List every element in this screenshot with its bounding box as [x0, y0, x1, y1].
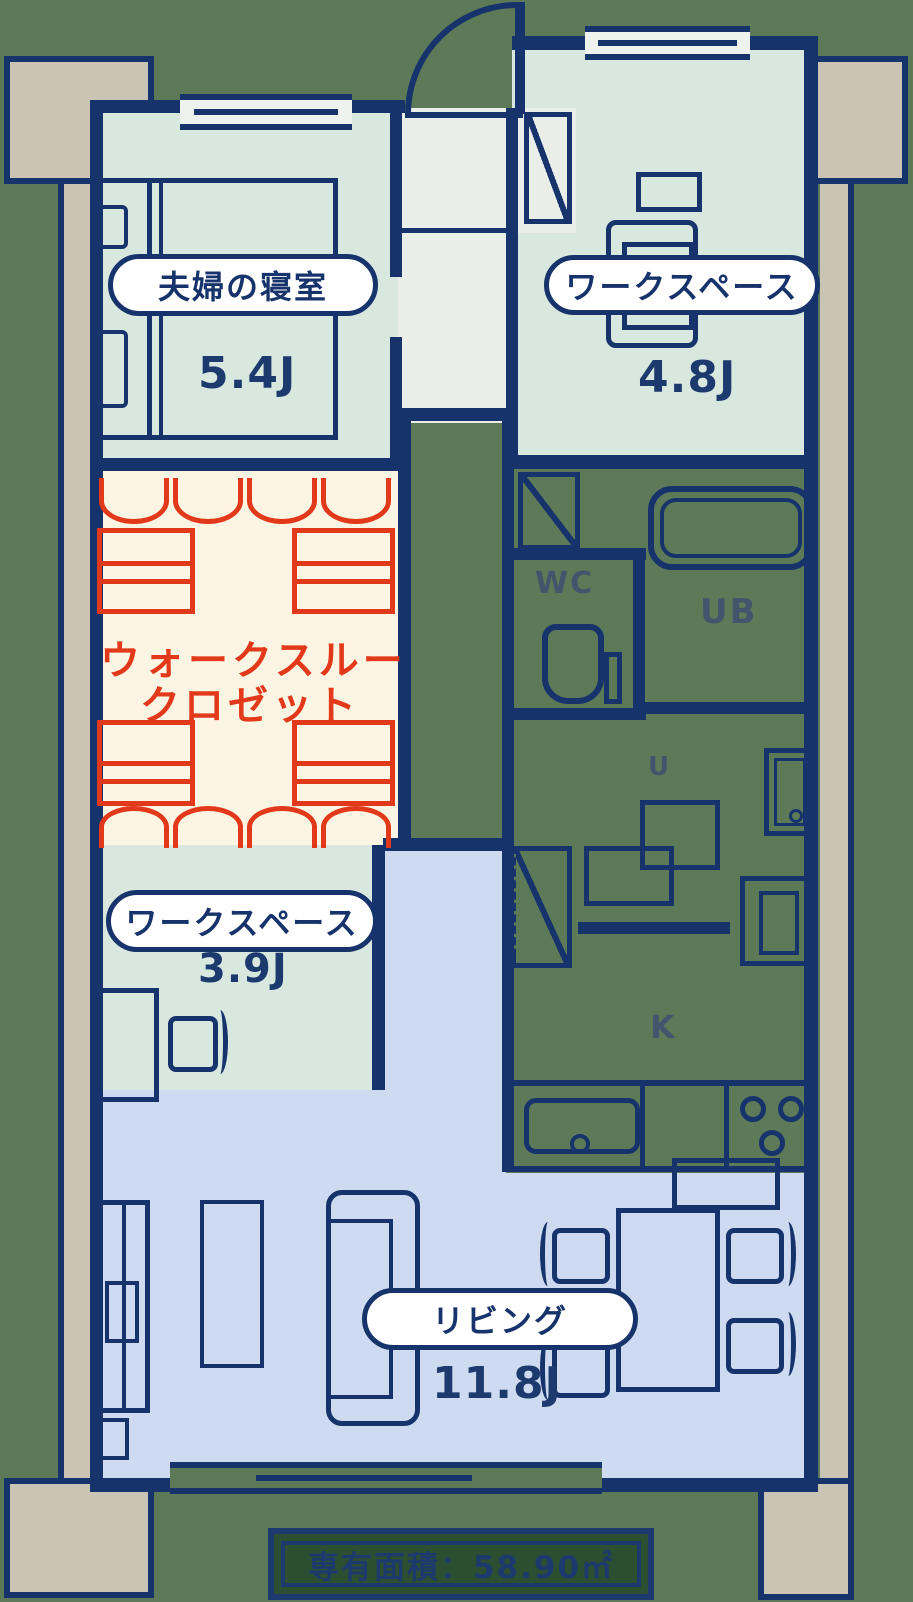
balcony-left-bottom: [4, 1478, 154, 1598]
living-floor-notch: [383, 845, 512, 1090]
storage-hatch: [518, 472, 580, 550]
wall-bedroom-bottom: [90, 458, 402, 471]
counter-return: [672, 1158, 780, 1210]
kitchen-counter: [506, 1080, 818, 1172]
chair-back: [212, 1010, 228, 1074]
pillow: [98, 330, 128, 408]
wall-bedroom-right-upper: [390, 100, 402, 277]
workspace-left-size: 3.9J: [198, 946, 288, 992]
closet-shelf: [292, 528, 395, 614]
tv-board: [93, 1200, 150, 1413]
closet-door-arc: [173, 478, 243, 524]
wall-void-right: [502, 415, 514, 1172]
entry-hall-floor: [398, 108, 512, 423]
desk-shelf: [636, 172, 702, 212]
chair: [168, 1016, 218, 1072]
wall-void-top: [398, 408, 512, 421]
wall-utility-mid: [578, 922, 730, 934]
cabinet: [584, 846, 674, 906]
wall-living-notch-top: [383, 838, 512, 851]
balcony-right-strip: [820, 60, 854, 1484]
wc-label: WC: [535, 566, 595, 601]
chair-back: [780, 1222, 796, 1286]
kitchen-label: K: [650, 1008, 677, 1046]
wall-hall-right: [506, 108, 518, 455]
closet-shelf: [97, 528, 195, 614]
balcony-right-bottom: [758, 1478, 854, 1600]
entrance-threshold: [405, 112, 523, 118]
dining-chair: [726, 1318, 784, 1374]
tv: [105, 1281, 139, 1343]
wall-wc-bottom: [506, 708, 646, 720]
living-size: 11.8J: [432, 1358, 562, 1409]
closet-box: [740, 876, 814, 966]
closet-door-arc: [247, 806, 317, 848]
dining-chair: [552, 1228, 610, 1284]
closet-door-arc: [99, 806, 169, 848]
closet-shelf: [97, 720, 195, 806]
workspace-top-window: [585, 26, 750, 60]
workspace-top-label: ワークスペース: [565, 268, 799, 306]
low-table: [200, 1200, 264, 1368]
workspace-left-floor: [100, 845, 372, 1090]
workspace-top-size: 4.8J: [638, 352, 737, 403]
stove-burner: [778, 1096, 804, 1122]
sliding-door-hatch: [512, 846, 572, 968]
washbasin: [640, 800, 720, 870]
closet-door-arc: [99, 478, 169, 524]
wall-wc-right: [633, 548, 645, 720]
closet-shelf: [292, 720, 395, 806]
wall-wc-top: [506, 548, 646, 560]
chair-back: [540, 1336, 556, 1400]
pillow: [98, 205, 128, 249]
entrance-door-arc: [405, 2, 517, 114]
side-table: [93, 1418, 129, 1460]
wall-service-top: [506, 455, 818, 469]
balcony-left-strip: [58, 60, 92, 1484]
stove-burner: [759, 1130, 785, 1156]
living-label-pill: リビング: [362, 1288, 638, 1350]
closet-door-arc: [247, 478, 317, 524]
closet-door-arc: [321, 806, 391, 848]
living-label: リビング: [431, 1302, 568, 1340]
toilet: [542, 624, 604, 704]
dining-chair: [726, 1228, 784, 1284]
workspace-left-label-pill: ワークスペース: [106, 890, 378, 952]
bathtub: [648, 486, 814, 570]
wall-ub-bottom: [645, 702, 818, 714]
stove-burner: [740, 1096, 766, 1122]
bedroom-window: [180, 94, 352, 130]
wall-outer-left: [90, 100, 103, 1492]
workspace-left-label: ワークスペース: [125, 904, 359, 942]
utility-label: U: [648, 752, 672, 782]
closet-label-line1: ウォークスルー: [100, 638, 407, 684]
closet-door-arc: [321, 478, 391, 524]
closet-door-arc: [173, 806, 243, 848]
shoe-cabinet-hatch: [524, 112, 572, 224]
area-banner-text: 専有面積：58.90㎡: [281, 1541, 641, 1587]
sink-drain: [570, 1134, 590, 1154]
toilet-tank: [604, 652, 622, 704]
desk: [95, 988, 159, 1102]
wall-workspace-left-right: [372, 845, 385, 1090]
bedroom-size: 5.4J: [198, 348, 297, 399]
entrance-door-leaf: [515, 2, 525, 114]
living-window: [170, 1462, 602, 1494]
bath-label: UB: [700, 592, 758, 632]
entry-step-line: [398, 228, 512, 233]
washing-machine: [764, 748, 816, 836]
bedroom-label: 夫婦の寝室: [157, 268, 328, 306]
workspace-top-label-pill: ワークスペース: [544, 255, 820, 315]
bedroom-label-pill: 夫婦の寝室: [108, 254, 378, 316]
wall-closet-right: [398, 415, 411, 845]
area-banner: 専有面積：58.90㎡: [268, 1528, 654, 1600]
chair-back: [540, 1222, 556, 1286]
chair-back: [780, 1312, 796, 1376]
